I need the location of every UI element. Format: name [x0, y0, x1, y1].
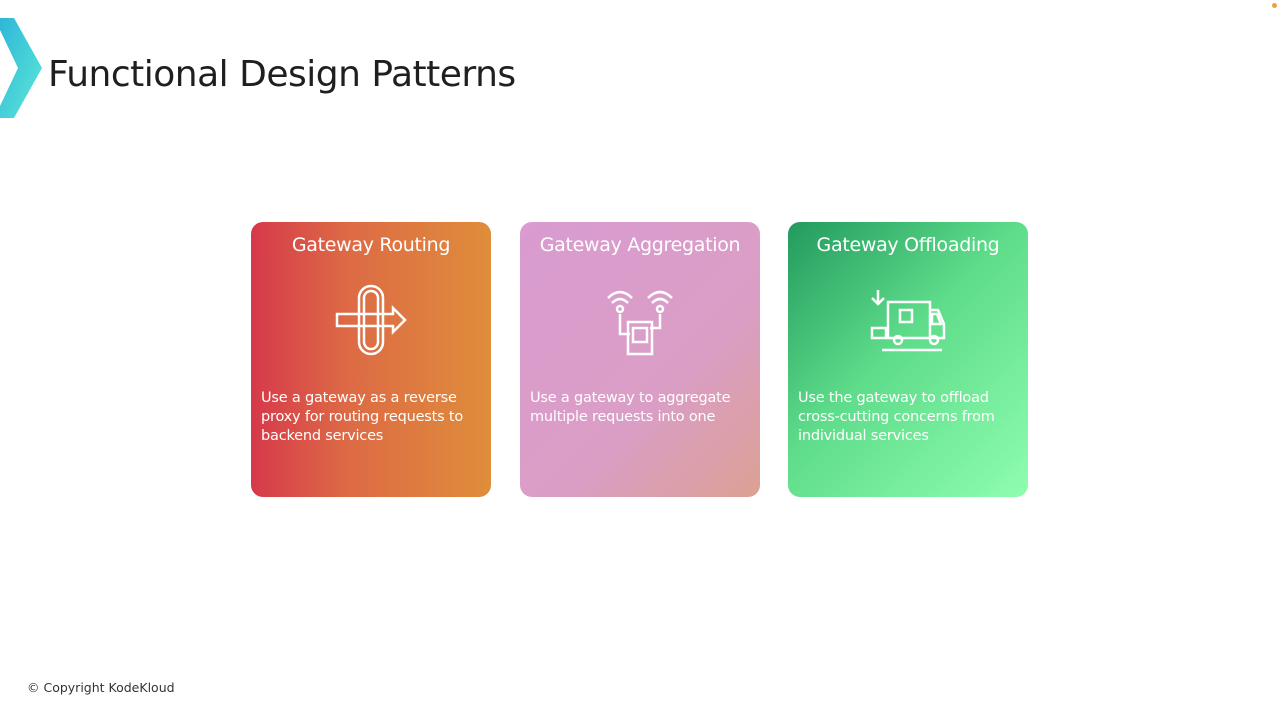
card-title: Gateway Routing — [291, 234, 451, 256]
copyright: © Copyright KodeKloud — [27, 680, 175, 695]
card-description: Use a gateway as a reverse proxy for rou… — [261, 390, 464, 444]
card-gateway-aggregation: Gateway Aggregation Use a gateway to agg… — [520, 222, 760, 497]
card-description: Use a gateway to aggregate multiple requ… — [530, 390, 731, 425]
card-gateway-offloading: Gateway Offloading Use the gateway to of… — [788, 222, 1028, 497]
routing-icon — [335, 284, 407, 356]
kodekloud-logo-icon — [0, 18, 42, 118]
card-gateway-routing: Gateway Routing Use a gateway as a rever… — [251, 222, 491, 497]
card-description: Use the gateway to offload cross-cutting… — [798, 390, 995, 444]
offloading-truck-icon — [870, 290, 946, 352]
aggregation-icon — [607, 290, 673, 356]
card-title: Gateway Aggregation — [539, 234, 741, 256]
page-title: Functional Design Patterns — [48, 54, 516, 95]
indicator-dot — [1272, 3, 1277, 8]
card-title: Gateway Offloading — [816, 234, 1000, 256]
